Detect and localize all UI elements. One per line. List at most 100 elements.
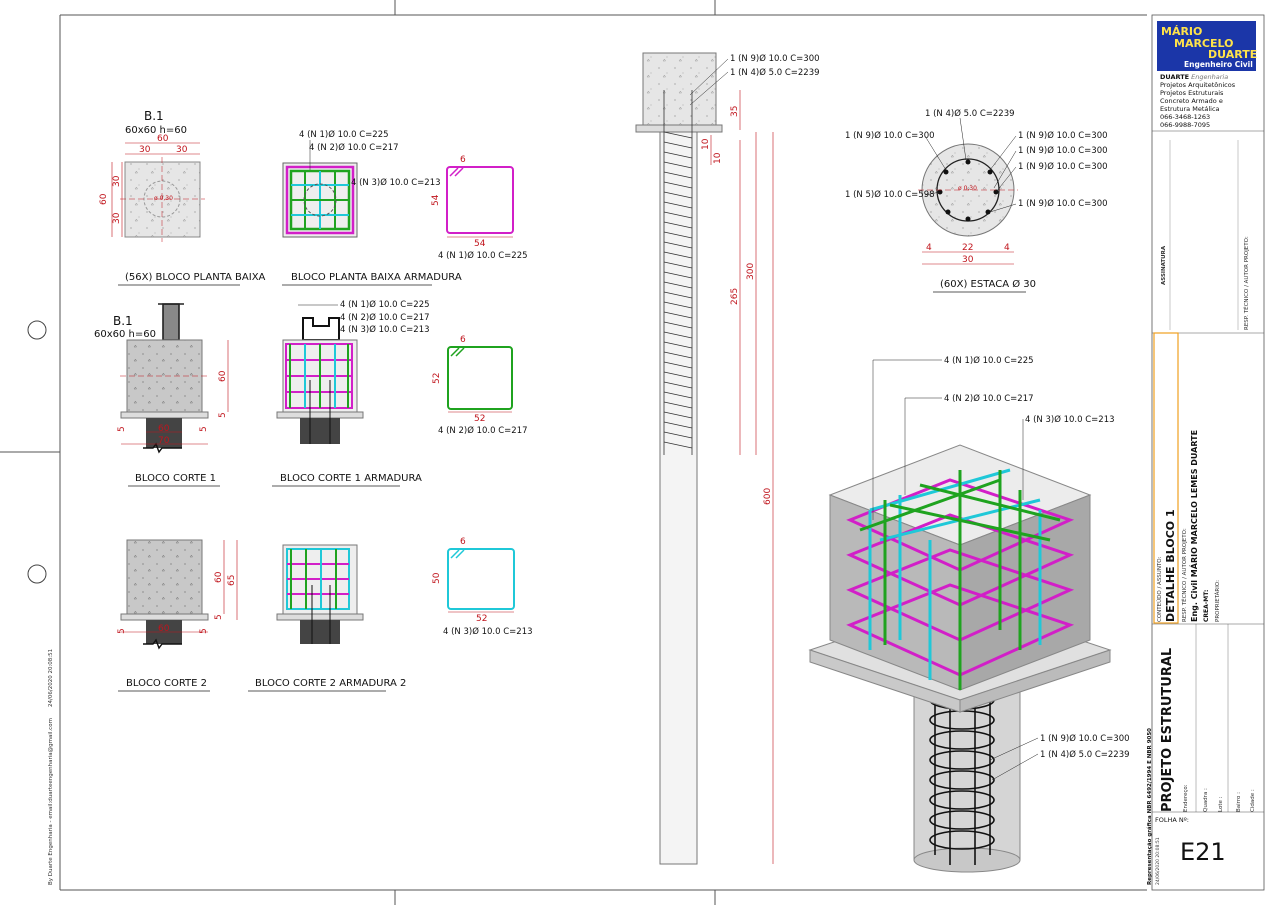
estaca-diam: ø 0,30 (958, 185, 977, 192)
logo-box (1157, 21, 1256, 71)
c1a-n3: 4 (N 3)Ø 10.0 C=213 (340, 324, 430, 335)
title-corte1-arm: BLOCO CORTE 1 ARMADURA (280, 473, 422, 484)
n3-dim-50v: 50 (432, 572, 442, 584)
crea-label: CREA-MT: (1203, 590, 1210, 622)
service-1: Projetos Arquitetônicos (1160, 81, 1236, 89)
quadra-label: Quadra : (1203, 788, 1209, 812)
title-planta-arm: BLOCO PLANTA BAIXA ARMADURA (291, 272, 462, 283)
n3-dim-52h: 52 (476, 614, 487, 624)
date-small: 24/06/2020 20:08:51 (1155, 837, 1161, 885)
c1-dim-5v: 5 (218, 412, 228, 418)
b1-size: 60x60 h=60 (125, 125, 187, 136)
iso-n9: 1 (N 9)Ø 10.0 C=300 (1040, 733, 1130, 744)
es-n5: 1 (N 5)Ø 10.0 C=598 (845, 189, 935, 200)
iso-n3: 4 (N 3)Ø 10.0 C=213 (1025, 414, 1115, 425)
planta-diam: ø 0,30 (154, 195, 173, 202)
phone-1: 066-3468-1263 (1160, 113, 1210, 121)
lote-label: Lote : (1218, 796, 1224, 812)
pile-dim-10a: 10 (701, 138, 711, 150)
view-3d-isometric: 4 (N 1)Ø 10.0 C=225 4 (N 2)Ø 10.0 C=217 … (808, 355, 1130, 873)
n2-dim-52v: 52 (432, 373, 442, 384)
service-2: Projetos Estruturais (1160, 89, 1224, 97)
dim-planta-30c: 30 (112, 175, 122, 187)
view-planta-baixa: B.1 60x60 h=60 ø 0,30 60 30 30 60 30 30 … (99, 109, 266, 286)
n3-dim-6: 6 (460, 537, 466, 547)
service-4: Estrutura Metálica (1160, 105, 1220, 113)
iso-n2: 4 (N 2)Ø 10.0 C=217 (944, 393, 1034, 404)
pile-dim-10b: 10 (713, 152, 723, 164)
bar-shape-n1: 6 54 54 4 (N 1)Ø 10.0 C=225 (431, 155, 528, 261)
c1a-n1: 4 (N 1)Ø 10.0 C=225 (340, 299, 430, 310)
c2-dim-60v: 60 (214, 571, 224, 583)
view-corte-2-armadura: BLOCO CORTE 2 ARMADURA 2 (248, 544, 406, 692)
c2-dim-60: 60 (158, 624, 170, 634)
es-dim-4b: 4 (1004, 243, 1010, 253)
dim-planta-60-left: 60 (99, 193, 109, 205)
view-estaca-secao: ø 0,30 1 (N 4)Ø 5.0 C=2239 1 (N 9)Ø 10.0… (845, 108, 1108, 293)
n2-caption: 4 (N 2)Ø 10.0 C=217 (438, 425, 528, 436)
view-corte-1-armadura: 4 (N 1)Ø 10.0 C=225 4 (N 2)Ø 10.0 C=217 … (272, 299, 430, 487)
logo-line3: DUARTE (1208, 48, 1257, 61)
n1-dim-6: 6 (460, 155, 466, 165)
title-estaca: (60X) ESTACA Ø 30 (940, 278, 1036, 290)
es-n9-r3: 1 (N 9)Ø 10.0 C=300 (1018, 161, 1108, 172)
n3-caption: 4 (N 3)Ø 10.0 C=213 (443, 626, 533, 637)
c1-dim-60: 60 (158, 424, 170, 434)
logo-line2: MARCELO (1174, 37, 1234, 50)
es-n4: 1 (N 4)Ø 5.0 C=2239 (925, 108, 1015, 119)
sheet-frame (0, 0, 1147, 905)
dim-planta-60-top: 60 (157, 134, 169, 144)
pa-n1: 4 (N 1)Ø 10.0 C=225 (299, 129, 389, 140)
pile-dim-265: 265 (730, 288, 740, 305)
c1-dim-60v: 60 (218, 370, 228, 382)
dim-planta-30a: 30 (139, 145, 151, 155)
title-block: MÁRIO MARCELO DUARTE Engenheiro Civil DU… (1146, 14, 1265, 891)
c1-b1-size: 60x60 h=60 (94, 329, 156, 340)
view-corte-1: B.1 60x60 h=60 60 5 60 70 5 5 BLOCO CORT… (94, 303, 229, 487)
company-name: DUARTE Engenharia (1160, 73, 1228, 81)
bar-shape-n3: 6 50 52 4 (N 3)Ø 10.0 C=213 (432, 537, 533, 637)
folha-value: E21 (1180, 838, 1226, 866)
view-planta-armadura: 4 (N 1)Ø 10.0 C=225 4 (N 2)Ø 10.0 C=217 … (282, 129, 462, 286)
norma-text: Representação gráfica NBR 6492/1994 E NB… (1146, 728, 1153, 885)
phone-2: 066-9988-7095 (1160, 121, 1210, 129)
c2-dim-5a: 5 (117, 628, 127, 634)
c1-b1: B.1 (113, 314, 133, 328)
n1-dim-54h: 54 (474, 239, 486, 249)
title-corte2-arm: BLOCO CORTE 2 ARMADURA 2 (255, 678, 406, 689)
cidade-label: Cidade : (1250, 789, 1256, 812)
c2-dim-5v: 5 (214, 614, 224, 620)
pile-dim-600: 600 (763, 488, 773, 505)
pile-n4: 1 (N 4)Ø 5.0 C=2239 (730, 67, 820, 78)
pile-n9: 1 (N 9)Ø 10.0 C=300 (730, 53, 820, 64)
title-corte1: BLOCO CORTE 1 (135, 473, 216, 484)
title-corte2: BLOCO CORTE 2 (126, 678, 207, 689)
n2-dim-52h: 52 (474, 414, 485, 424)
bar-shape-n2: 6 52 52 4 (N 2)Ø 10.0 C=217 (432, 335, 528, 436)
c1a-n2: 4 (N 2)Ø 10.0 C=217 (340, 312, 430, 323)
es-dim-30: 30 (962, 255, 974, 265)
assinatura-label: ASSINATURA (1161, 245, 1167, 285)
bairro-label: Bairro : (1236, 792, 1242, 812)
c2-dim-5b: 5 (199, 628, 209, 634)
logo-sub: Engenheiro Civil (1184, 60, 1253, 69)
es-n9-l: 1 (N 9)Ø 10.0 C=300 (845, 130, 935, 141)
es-n9-r4: 1 (N 9)Ø 10.0 C=300 (1018, 198, 1108, 209)
es-n9-r1: 1 (N 9)Ø 10.0 C=300 (1018, 130, 1108, 141)
n1-caption: 4 (N 1)Ø 10.0 C=225 (438, 250, 528, 261)
resp-label-mid: RESP. TÉCNICO / AUTOR PROJETO: (1180, 528, 1188, 622)
conteudo-label: CONTEÚDO / ASSUNTO: (1156, 556, 1163, 622)
margin-timestamp: 24/06/2020 20:08:51 (48, 649, 54, 707)
resp-label-top: RESP. TÉCNICO / AUTOR PROJETO: (1242, 236, 1250, 330)
folha-label: FOLHA Nº: (1155, 816, 1189, 824)
c2-dim-65v: 65 (227, 575, 237, 586)
c1-dim-5a: 5 (117, 426, 127, 432)
projeto-title: PROJETO ESTRUTURAL (1160, 648, 1175, 812)
pile-dim-35: 35 (730, 106, 740, 117)
es-dim-22: 22 (962, 243, 973, 253)
b1-label: B.1 (144, 109, 164, 123)
service-3: Concreto Armado e (1160, 97, 1223, 105)
dim-planta-30d: 30 (112, 212, 122, 224)
proprietario-label: PROPRIETÁRIO: (1214, 580, 1221, 622)
